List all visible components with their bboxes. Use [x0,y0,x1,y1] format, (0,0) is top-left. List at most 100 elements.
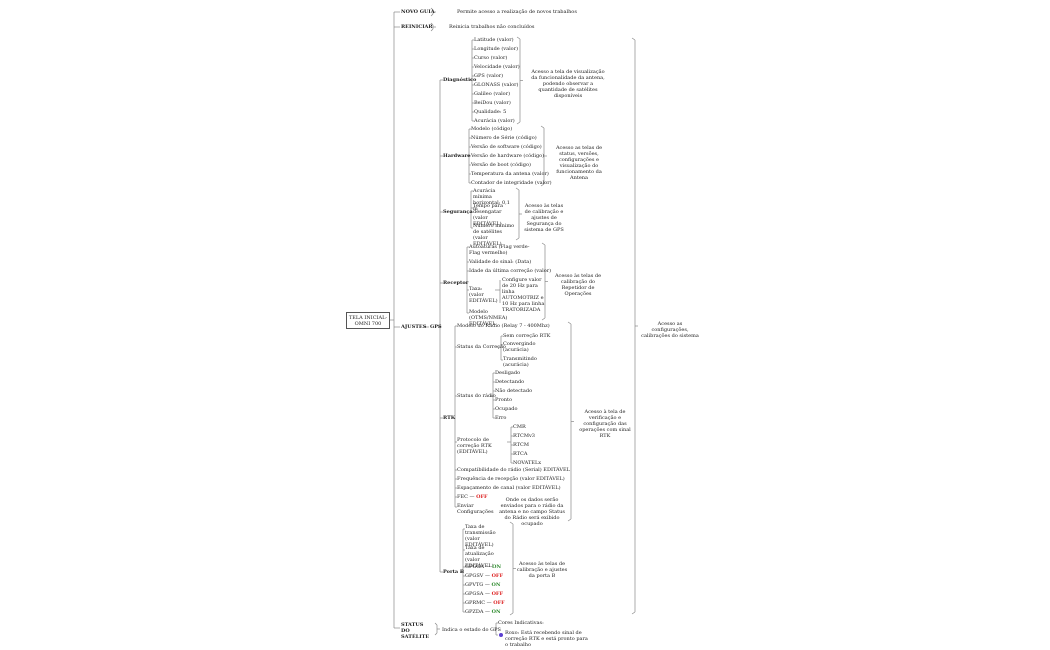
radio-status-item-2: Detectando [495,379,525,385]
toggle-name: GPRMC [465,600,486,606]
hardware-item-2[interactable]: Número de Série (código) [471,135,537,141]
diagnostico-item-9[interactable]: Qualidade: 5 [474,109,507,115]
rtk-compat[interactable]: Compatibilidade do rádio (Serial) EDITÁV… [457,467,570,473]
connector-line-14 [434,622,438,626]
rtk-desc: Acesso à tela de verificação e configura… [579,409,631,439]
toggle-state: OFF [493,600,505,606]
connector-line-62 [515,237,520,241]
diagnostico-item-6[interactable]: GLONASS (valor) [474,82,519,88]
hardware-item-3[interactable]: Versão de software (código) [471,144,542,150]
correcao-item-2: Convergindo (acurácia) [503,341,536,353]
novo-guia-node[interactable]: NOVO GUIA [401,9,435,15]
porta-b-toggle-gprmc[interactable]: GPRMC — OFF [465,600,505,606]
rtk-fec[interactable]: FEC — OFF [457,494,488,500]
rtk-node[interactable]: RTK [443,415,456,421]
seguranca-node[interactable]: Segurança [443,209,473,215]
seguranca-item-1[interactable]: Acurácia mínima horizontal: 0,1 m [473,188,510,212]
receptor-modelo[interactable]: Modelo (OTMS/NMEA) EDITÁVEL [469,309,508,327]
porta-b-toggle-gpgsa[interactable]: GPGSA — OFF [465,591,504,597]
root-node[interactable]: TELA INICIAL- OMNI 700 [346,312,390,329]
rtk-status-radio[interactable]: Status do rádio [457,393,496,399]
connector-line-61 [515,187,520,191]
rtk-enviar-note: Onde os dados serão enviados para o rádi… [499,497,565,527]
radio-status-item-6: Erro [495,415,507,421]
receptor-item-3[interactable]: Idade da última correção (valor) [469,268,552,274]
receptor-taxa[interactable]: Taxa: (valor EDITÁVEL) [469,286,498,304]
seguranca-desc: Acesso às telas de calibração e ajustes … [524,203,564,233]
status-cores-label: Cores Indicativas: [498,620,544,626]
connector-line-10 [430,22,434,26]
connector-line-53 [540,183,545,187]
status-satelite-desc: Indica o estado do GPS [442,627,501,633]
protocolo-item-2: RTCMv3 [513,433,535,439]
connector-line-130 [631,37,636,41]
diagnostico-item-10[interactable]: Acurácia (valor) [474,118,515,124]
hardware-item-5[interactable]: Versão de boot (código) [471,162,531,168]
hardware-item-6[interactable]: Temperatura da antena (valor) [471,171,549,177]
connector-line-40 [516,121,521,125]
connector-line-15 [434,632,438,636]
hardware-node[interactable]: Hardware [443,153,471,159]
porta-b-taxa-transmissao[interactable]: Taxa de transmissão (valor EDITÁVEL) [465,524,496,548]
reiniciar-desc: Reinicia trabalhos não concluídos [449,24,535,30]
connector-line-123 [509,521,514,525]
toggle-state: OFF [491,573,504,579]
porta-b-node[interactable]: Porta B [443,569,465,575]
porta-b-toggle-gpgsv[interactable]: GPGSV — OFF [465,573,504,579]
diagnostico-item-5[interactable]: GPS (valor) [474,73,504,79]
connector-line-124 [509,612,514,616]
rtk-modelo-radio[interactable]: Modelo do Rádio (Relay 7 - 400Mhz) [457,323,550,329]
connector-line-110 [567,518,572,522]
rtk-protocolo[interactable]: Protocolo de correção RTK (EDITÁVEL) [457,437,492,455]
hardware-item-7[interactable]: Contador de integridade (valor) [471,180,552,186]
porta-b-taxa-atualizacao[interactable]: Taxa de atualização (valor EDITÁVEL) [465,545,494,569]
connector-line-74 [541,242,546,246]
rtk-status-correcao[interactable]: Status da Correção [457,344,506,350]
receptor-node[interactable]: Receptor [443,280,469,286]
hardware-item-1[interactable]: Modelo (código) [471,126,513,132]
radio-status-item-1: Desligado [495,370,521,376]
toggle-name: GPVTG [465,582,484,588]
radio-status-item-5: Ocupado [495,406,518,412]
connector-line-131 [631,611,636,615]
purple-status-dot [499,633,503,637]
ajustes-node[interactable]: AJUSTES [401,324,427,330]
diagnostico-item-7[interactable]: Galileo (valor) [474,91,511,97]
rtk-espacamento[interactable]: Espaçamento de canal (valor EDITÁVEL) [457,485,561,491]
connector-line-75 [541,317,546,321]
connector-line-52 [540,125,545,129]
receptor-taxa-note: Configure valor de 20 Hz para linha AUTO… [502,277,545,313]
seguranca-item-2[interactable]: Tempo para desengatar (valor EDITÁVEL) [473,203,503,227]
toggle-name: GPGSA [465,591,484,597]
reiniciar-node[interactable]: REINICIAR [401,24,433,30]
diagnostico-item-2[interactable]: Longitude (valor) [474,46,519,52]
toggle-state: ON [492,564,502,570]
porta-b-desc: Acesso às telas de calibração e ajustes … [516,561,568,579]
toggle-name: GPGGA [465,564,484,570]
connector-line-39 [516,36,521,40]
protocolo-item-5: NOVATELx [513,460,542,466]
connector-line-6 [430,7,434,11]
hardware-item-4[interactable]: Versão de hardware (código) [471,153,545,159]
hardware-desc: Acesso as telas de status, versões, conf… [555,145,603,181]
seguranca-item-3[interactable]: Número mínimo de satélites (valor EDITÁV… [473,223,515,247]
rtk-frequencia[interactable]: Frequência de recepção (valor EDITÁVEL) [457,476,565,482]
correcao-item-3: Transmitindo (acurácia) [503,356,537,368]
diagnostico-item-4[interactable]: Velocidade (valor) [474,64,520,70]
diagnostico-item-8[interactable]: BeiDou (valor) [474,100,511,106]
receptor-item-2[interactable]: Validade do sinal: (Data) [469,259,532,265]
porta-b-toggle-gpzda[interactable]: GPZDA — ON [465,609,501,615]
rtk-enviar[interactable]: Enviar Configurações [457,503,494,515]
diagnostico-item-1[interactable]: Latitude (valor) [474,37,514,43]
toggle-state: ON [491,609,501,615]
gps-node[interactable]: GPS [430,324,442,330]
radio-status-item-3: Não detectado [495,388,533,394]
diagnostico-item-3[interactable]: Curso (valor) [474,55,508,61]
protocolo-item-3: RTCM [513,442,529,448]
diagnostico-node[interactable]: Diagnóstico [443,77,477,83]
status-satelite-node[interactable]: STATUS DO SATÉLITE [401,622,430,640]
receptor-item-1[interactable]: Autoaturas (Flag verde-Flag vermelho) [469,244,530,256]
porta-b-toggle-gpvtg[interactable]: GPVTG — ON [465,582,501,588]
porta-b-toggle-gpgga[interactable]: GPGGA — ON [465,564,502,570]
